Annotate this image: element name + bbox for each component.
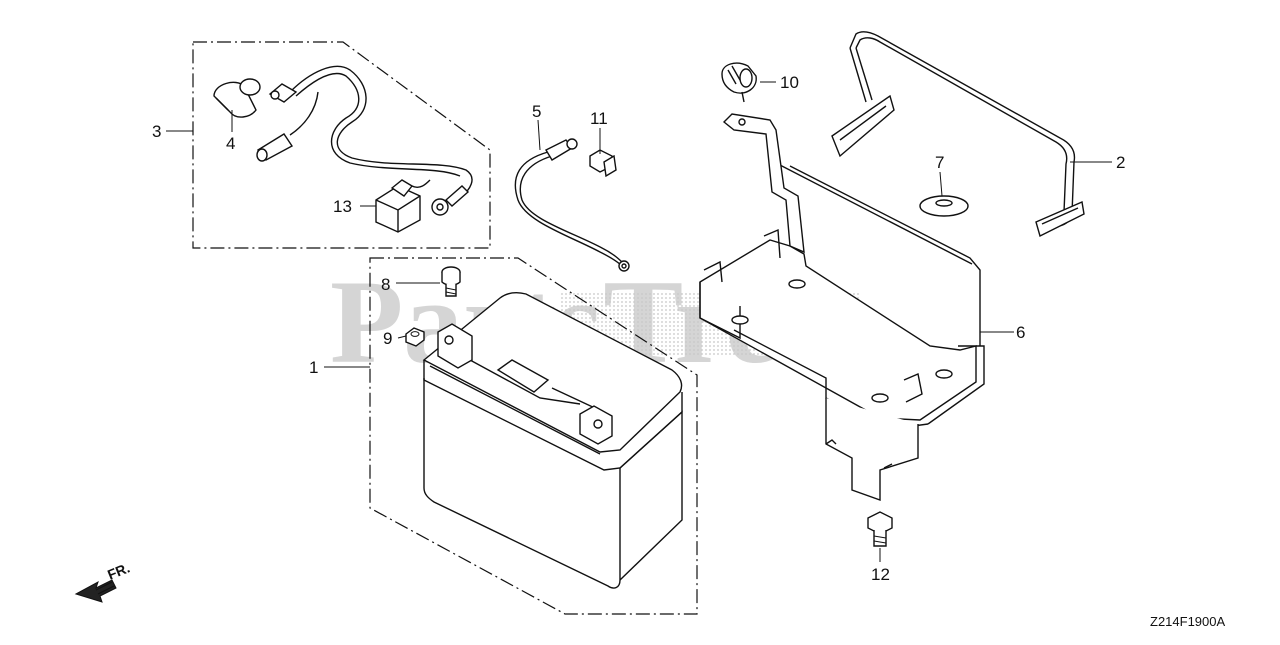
callouts: 1 2 3 4 5 6 7 8 9 10 11 12 13: [152, 73, 1125, 584]
part-washer-7: [919, 195, 969, 217]
part-grommet-10: [721, 62, 757, 103]
callout-4: 4: [226, 134, 235, 153]
front-direction-arrow: FR.: [74, 559, 132, 603]
part-bolt-12: [867, 511, 893, 547]
drawing-code: Z214F1900A: [1150, 614, 1225, 629]
callout-1: 1: [309, 358, 318, 377]
callout-3: 3: [152, 122, 161, 141]
part-nut-9: [405, 327, 425, 347]
part-battery-tray: [699, 113, 985, 501]
part-terminal-cap: [213, 78, 261, 118]
callout-6: 6: [1016, 323, 1025, 342]
part-bolt-11: [589, 149, 617, 178]
callout-2: 2: [1116, 153, 1125, 172]
callout-12: 12: [871, 565, 890, 584]
callout-9: 9: [383, 329, 392, 348]
callout-7: 7: [935, 153, 944, 172]
front-arrow-label: FR.: [105, 559, 132, 582]
callout-11: 11: [590, 109, 608, 128]
part-strap: [831, 31, 1085, 238]
part-connector: [375, 179, 431, 233]
part-bolt-8: [441, 266, 461, 297]
leader-lines: [166, 81, 1112, 562]
part-wire-harness: [256, 65, 473, 216]
callout-8: 8: [381, 275, 390, 294]
part-ground-cable: [514, 138, 630, 272]
callout-13: 13: [333, 197, 352, 216]
part-battery: [422, 292, 683, 589]
callout-5: 5: [532, 102, 541, 121]
battery-group-outline: [369, 257, 698, 615]
harness-group-outline: [192, 41, 491, 249]
callout-10: 10: [780, 73, 799, 92]
